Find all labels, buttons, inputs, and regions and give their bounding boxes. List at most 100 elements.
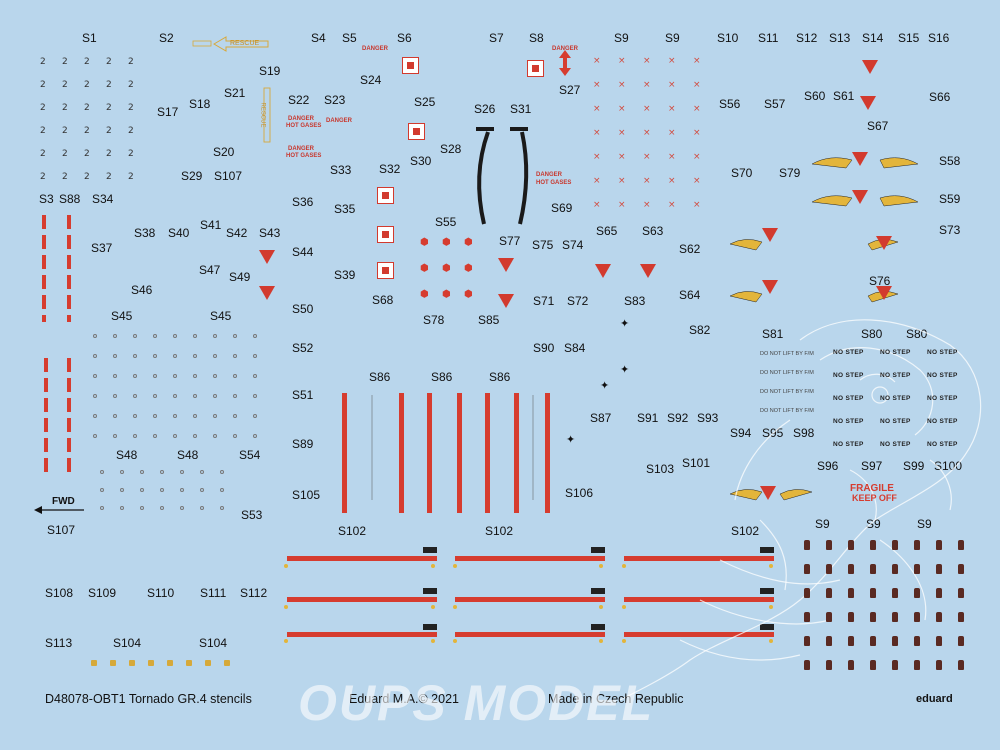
stencil-label: S46	[131, 283, 153, 297]
s9-bottom-mark	[958, 540, 964, 550]
s9-x-mark: ×	[668, 128, 676, 138]
s1-mark: 2	[128, 80, 134, 90]
s9-x-mark: ×	[643, 128, 651, 138]
s1-mark: 2	[106, 57, 112, 67]
s9-x-mark: ×	[668, 152, 676, 162]
hex-mark-icon: ⬢	[464, 289, 473, 300]
warning-triangle-icon	[498, 294, 514, 308]
no-step-stencil: NO STEP	[833, 372, 864, 379]
s9-x-mark: ×	[643, 80, 651, 90]
stencil-label: S10	[717, 31, 739, 45]
s9-bottom-mark	[848, 564, 854, 574]
stencil-label: S86	[369, 370, 391, 384]
s45-dot	[153, 434, 157, 438]
hex-mark-icon: ⬢	[442, 237, 451, 248]
s104-chip	[91, 660, 97, 666]
s9-bottom-mark	[870, 564, 876, 574]
s9-bottom-mark	[848, 636, 854, 646]
no-step-stencil: NO STEP	[880, 441, 911, 448]
s48-dot	[160, 488, 164, 492]
stencil-label: S70	[731, 166, 753, 180]
stencil-label: S88	[59, 192, 81, 206]
s9-x-mark: ×	[693, 104, 701, 114]
s48-dot	[180, 488, 184, 492]
s9-bottom-mark	[870, 540, 876, 550]
s9-bottom-mark	[958, 612, 964, 622]
s9-bottom-mark	[892, 660, 898, 670]
s48-dot	[120, 506, 124, 510]
stencil-label: S77	[499, 234, 521, 248]
stencil-label: S14	[862, 31, 884, 45]
stencil-label: S61	[833, 89, 855, 103]
s45-dot	[153, 354, 157, 358]
danger-label: DANGER	[326, 118, 353, 124]
s45-dot	[133, 374, 137, 378]
warning-triangle-icon	[762, 228, 778, 242]
s48-dot	[220, 506, 224, 510]
stencil-label: S85	[478, 313, 500, 327]
s1-mark: 2	[62, 80, 68, 90]
s9-bottom-mark	[914, 636, 920, 646]
s9-bottom-mark	[892, 564, 898, 574]
warning-triangle-icon	[595, 264, 611, 278]
s26-curved-strip	[477, 131, 529, 225]
stencil-label: S79	[779, 166, 801, 180]
s45-dot	[233, 334, 237, 338]
s9-bottom-mark	[892, 636, 898, 646]
s9-x-mark: ×	[693, 176, 701, 186]
s45-dot	[213, 354, 217, 358]
stencil-label: S11	[758, 31, 779, 45]
stencil-label: S80	[861, 327, 883, 341]
s9-bottom-mark	[804, 588, 810, 598]
s45-dot	[173, 354, 177, 358]
s45-dot	[193, 334, 197, 338]
s48-dot	[120, 488, 124, 492]
s9-bottom-mark	[936, 564, 942, 574]
s45-dot	[253, 394, 257, 398]
stencil-label: S107	[47, 523, 76, 537]
stencil-label: S104	[113, 636, 142, 650]
s45-dot	[133, 334, 137, 338]
stencil-label: S90	[533, 341, 555, 355]
no-step-stencil: NO STEP	[833, 418, 864, 425]
stencil-label: S20	[213, 145, 235, 159]
s45-dot	[173, 394, 177, 398]
s1-mark: 2	[128, 172, 134, 182]
no-step-stencil: NO STEP	[927, 349, 958, 356]
stencil-label: S87	[590, 411, 612, 425]
s9-x-mark: ×	[593, 128, 601, 138]
s9-bottom-mark	[826, 588, 832, 598]
stencil-label: S105	[292, 488, 321, 502]
s104-chip	[167, 660, 173, 666]
s48-dot	[180, 470, 184, 474]
stencil-label: S99	[903, 459, 925, 473]
s1-mark: 2	[106, 80, 112, 90]
s45-dot	[233, 414, 237, 418]
stencil-label: S81	[762, 327, 784, 341]
stencil-label: S78	[423, 313, 445, 327]
hot-gases-label: HOT GASES	[536, 180, 572, 186]
do-not-lift-stencil: DO NOT LIFT BY F/M	[760, 408, 814, 414]
stencil-label: S34	[92, 192, 114, 206]
stencil-label: S68	[372, 293, 394, 307]
warning-triangle-icon	[876, 236, 892, 250]
warning-triangle-icon	[852, 152, 868, 166]
s9-x-mark: ×	[618, 56, 626, 66]
watermark: OUPS MODEL	[298, 675, 655, 731]
s9-x-mark: ×	[668, 80, 676, 90]
s9-x-mark: ×	[618, 152, 626, 162]
s48-dot	[100, 470, 104, 474]
stencil-label: S72	[567, 294, 589, 308]
stencil-label: S97	[861, 459, 883, 473]
s9-bottom-mark	[892, 588, 898, 598]
stencil-label: S102	[731, 524, 760, 538]
stencil-label: S93	[697, 411, 719, 425]
no-step-stencil: NO STEP	[833, 349, 864, 356]
s45-dot	[173, 334, 177, 338]
s104-chip	[129, 660, 135, 666]
s48-dot	[100, 488, 104, 492]
stencil-label: S3	[39, 192, 54, 206]
s9-bottom-mark	[936, 540, 942, 550]
stencil-label: S59	[939, 192, 961, 206]
